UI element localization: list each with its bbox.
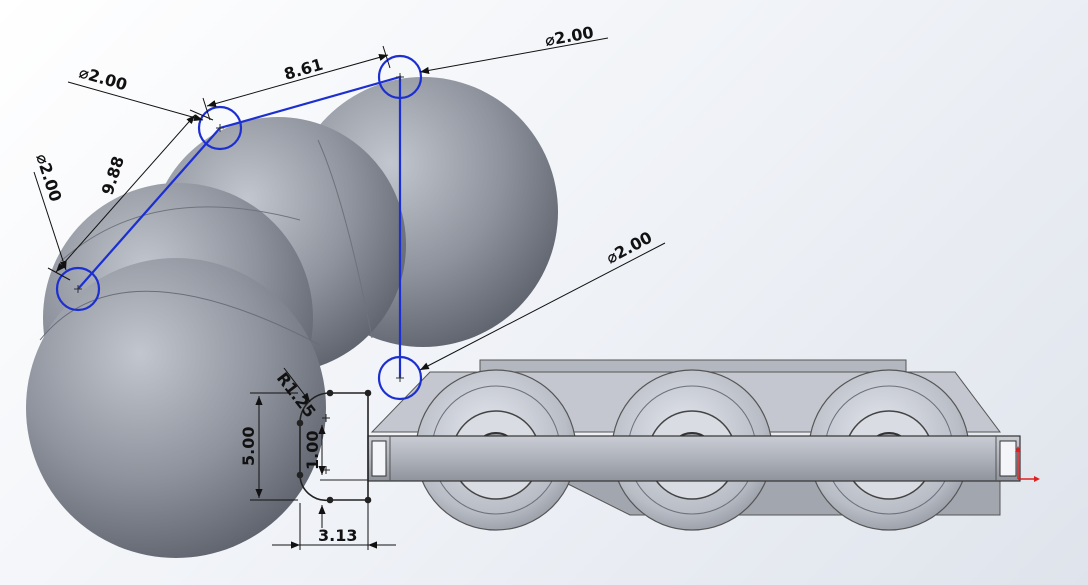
- front-beam[interactable]: [367, 435, 1021, 482]
- dim-height-1[interactable]: 1.00: [303, 431, 322, 470]
- chassis-assembly[interactable]: [367, 359, 1021, 531]
- sphere-lower-left[interactable]: [26, 258, 326, 558]
- dim-dia-top-right[interactable]: ⌀2.00: [543, 23, 595, 50]
- dim-height-5[interactable]: 5.00: [239, 427, 258, 466]
- dim-dia-top-left[interactable]: ⌀2.00: [77, 63, 129, 95]
- dim-len-left[interactable]: 9.88: [98, 154, 128, 197]
- sketch-circle-4[interactable]: [377, 355, 423, 401]
- axis-triad-icon: [1015, 446, 1040, 482]
- dim-width-313[interactable]: 3.13: [318, 526, 357, 545]
- dim-dia-left[interactable]: ⌀2.00: [32, 151, 65, 204]
- sphere-body[interactable]: [26, 77, 558, 558]
- dim-len-top[interactable]: 8.61: [282, 55, 325, 84]
- dimension-lines: [33, 37, 666, 550]
- profile-sketch[interactable]: [296, 389, 372, 504]
